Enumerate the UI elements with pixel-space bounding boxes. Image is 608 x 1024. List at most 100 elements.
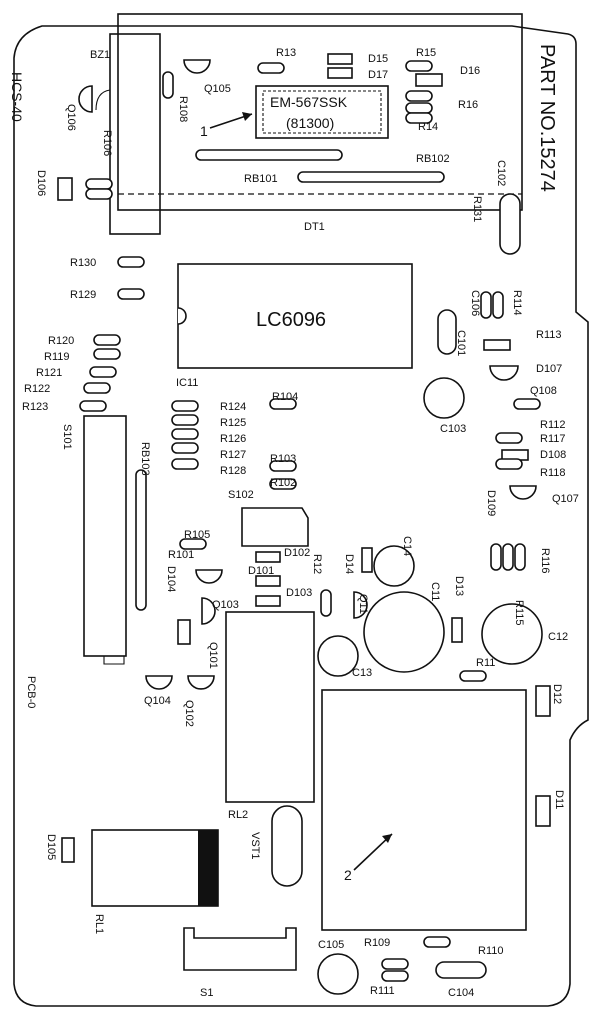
- label-c106: C106: [469, 290, 481, 316]
- resistor: [495, 432, 523, 444]
- label-r117: R117: [540, 433, 565, 445]
- label-bz1: BZ1: [90, 49, 110, 61]
- label-d107: D107: [536, 363, 562, 375]
- label-r118: R118: [540, 467, 565, 479]
- q105-transistor: [183, 59, 211, 74]
- label-r119: R119: [44, 351, 69, 363]
- s102-body: [241, 507, 309, 547]
- label-d109: D109: [485, 490, 497, 516]
- label-r113: R113: [536, 329, 561, 341]
- resistor: [490, 543, 502, 571]
- label-d105: D105: [45, 834, 57, 860]
- c104-cap: [435, 961, 487, 979]
- d14-diode: [361, 547, 373, 573]
- resistor: [423, 936, 451, 948]
- resistor: [459, 670, 487, 682]
- resistor: [502, 543, 514, 571]
- rb101-slot: [297, 171, 445, 183]
- resistor: [79, 400, 107, 412]
- resistor: [171, 428, 199, 440]
- resistor: [381, 970, 409, 982]
- label-c104: C104: [448, 987, 474, 999]
- resistor: [513, 398, 541, 410]
- label-r15: R15: [416, 47, 436, 59]
- label-vst1: VST1: [249, 832, 261, 860]
- c13-cap: [317, 635, 359, 677]
- d13-diode: [451, 617, 463, 643]
- d103-diode: [255, 595, 281, 607]
- diode-group: [57, 53, 551, 863]
- label-c101: C101: [455, 330, 467, 356]
- label-s101: S101: [61, 424, 73, 450]
- label-d11: D11: [553, 790, 565, 809]
- label-r12: R12: [311, 554, 323, 574]
- rb102-slot: [195, 149, 343, 161]
- resistor: [257, 62, 285, 74]
- q104-transistor: [145, 675, 173, 690]
- label-r13: R13: [276, 47, 296, 59]
- model-label: HCS-40: [9, 72, 25, 122]
- label-r103: R103: [270, 453, 296, 465]
- resistor: [381, 958, 409, 970]
- resistor: [171, 442, 199, 454]
- bz1-block: [109, 33, 161, 235]
- s1-body: [183, 927, 297, 971]
- d104-diode: [177, 619, 191, 645]
- label-s102: S102: [228, 489, 254, 501]
- resistor: [405, 90, 433, 102]
- label-r111: R111: [370, 985, 395, 997]
- label-q103: Q103: [212, 599, 239, 611]
- bz1-lead: [95, 89, 111, 111]
- resistor: [495, 458, 523, 470]
- resistor: [162, 71, 174, 99]
- resistor: [514, 543, 526, 571]
- callout-1: 1: [200, 123, 208, 139]
- label-r123: R123: [22, 401, 48, 413]
- em-chip-label: EM-567SSK: [270, 94, 348, 110]
- label-r121: R121: [36, 367, 62, 379]
- label-dt1: DT1: [304, 221, 325, 233]
- vst1-body: [271, 805, 303, 887]
- label-rb103: RB103: [139, 442, 151, 476]
- label-r14: R14: [418, 121, 438, 133]
- label-d17: D17: [368, 69, 388, 81]
- label-c105: C105: [318, 939, 344, 951]
- d105-diode: [61, 837, 75, 863]
- label-d108: D108: [540, 449, 566, 461]
- resistor: [171, 414, 199, 426]
- label-r127: R127: [220, 449, 246, 461]
- label-r104: R104: [272, 391, 298, 403]
- q11-transistor: [353, 591, 368, 619]
- label-r129: R129: [70, 289, 96, 301]
- resistor: [405, 60, 433, 72]
- resistor-group: [79, 60, 541, 982]
- em-chip-outer: [255, 85, 389, 139]
- resistor: [85, 188, 113, 200]
- label-d14: D14: [343, 554, 355, 574]
- label-r102: R102: [270, 477, 296, 489]
- label-q106: Q106: [65, 104, 77, 131]
- c11-cap: [363, 591, 445, 673]
- label-q105: Q105: [204, 83, 231, 95]
- label-c12: C12: [548, 631, 568, 643]
- label-r114: R114: [511, 290, 523, 315]
- resistor: [85, 178, 113, 190]
- d16-diode: [415, 73, 443, 87]
- c103-cap: [423, 377, 465, 419]
- rb103-slot: [135, 469, 147, 611]
- callout-1-arrowhead: [242, 112, 252, 121]
- em-chip-code: (81300): [286, 115, 334, 131]
- label-d16: D16: [460, 65, 480, 77]
- resistor: [93, 348, 121, 360]
- label-c103: C103: [440, 423, 466, 435]
- label-d101: D101: [248, 565, 274, 577]
- d11-diode: [535, 795, 551, 827]
- d12-diode: [535, 685, 551, 717]
- c102-cap: [499, 193, 521, 255]
- label-r106: R106: [101, 130, 113, 156]
- q101-transistor: [195, 569, 223, 584]
- label-r120: R120: [48, 335, 74, 347]
- resistor: [269, 478, 297, 490]
- d107-diode: [483, 339, 511, 351]
